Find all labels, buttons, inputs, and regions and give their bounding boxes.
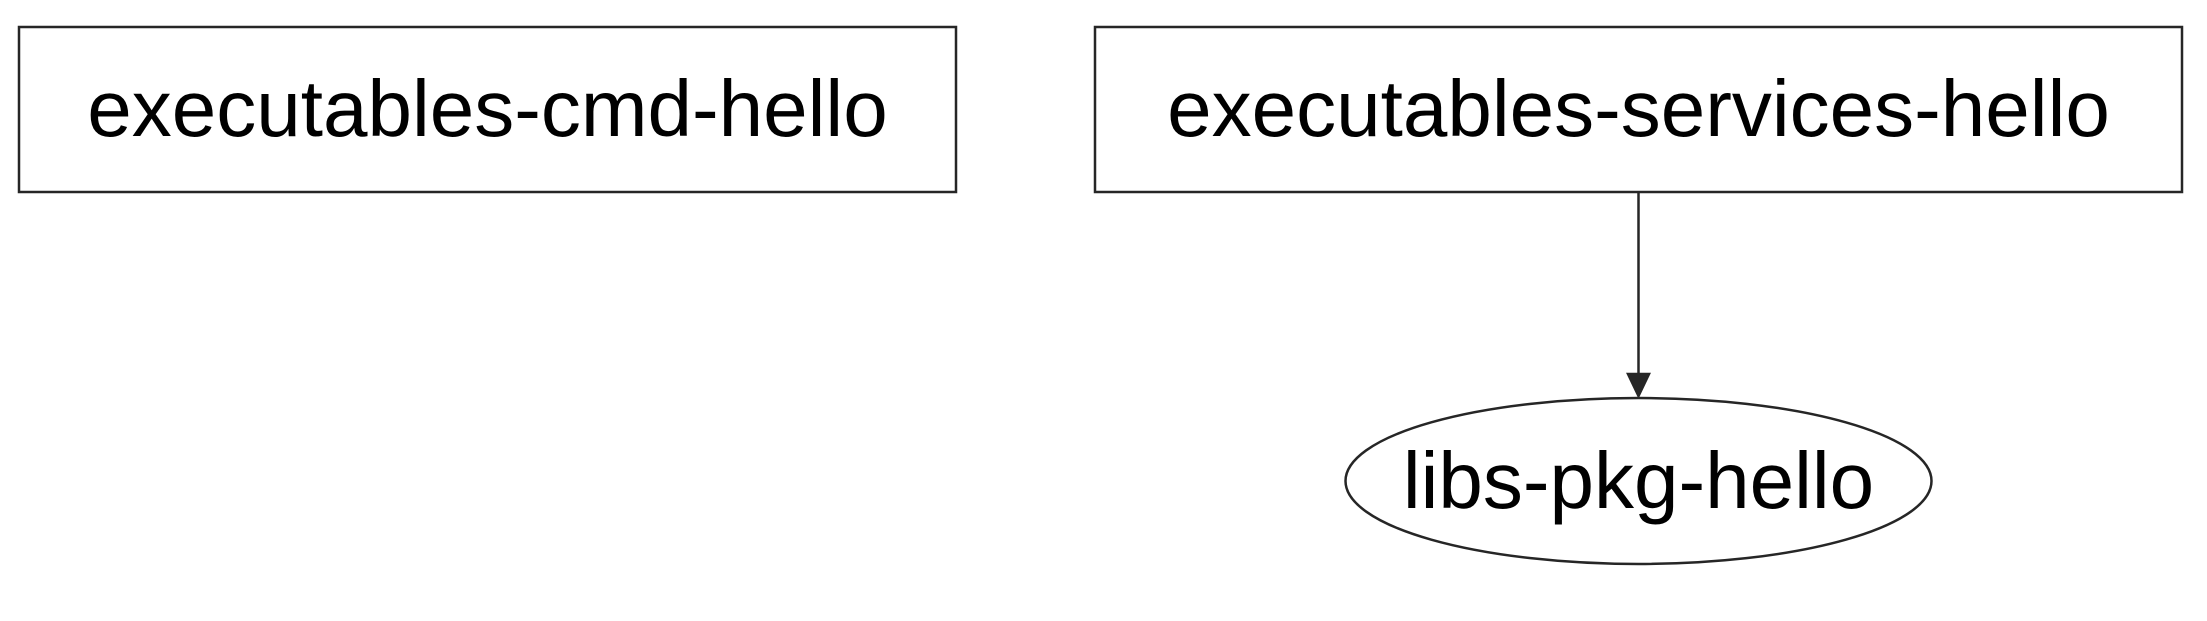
node-box-executables-cmd-hello xyxy=(17,25,958,194)
edge-arrowhead xyxy=(1626,372,1651,399)
edge-services-to-libs xyxy=(1626,192,1651,399)
node-label-executables-cmd-hello: executables-cmd-hello xyxy=(87,64,887,153)
node-box-executables-services-hello xyxy=(1093,25,2184,194)
node-executables-services-hello[interactable]: executables-services-hello xyxy=(1093,25,2184,194)
node-label-libs-pkg-hello: libs-pkg-hello xyxy=(1403,436,1874,525)
node-label-executables-services-hello: executables-services-hello xyxy=(1167,64,2110,153)
node-executables-cmd-hello[interactable]: executables-cmd-hello xyxy=(17,25,958,194)
node-libs-pkg-hello[interactable]: libs-pkg-hello xyxy=(1344,396,1933,566)
node-ellipse-libs-pkg-hello xyxy=(1344,396,1933,566)
